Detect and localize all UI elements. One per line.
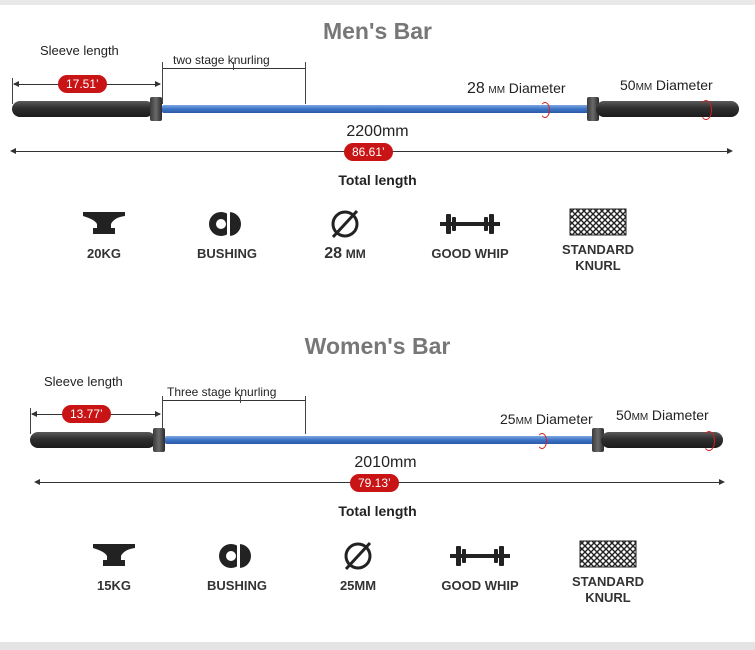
womens-sleeve-end-line xyxy=(162,396,163,434)
womens-feature-bushing-label: BUSHING xyxy=(207,578,267,593)
womens-knurling-tick-mid xyxy=(240,395,241,403)
womens-shaft-diameter-unit: MM xyxy=(515,416,533,427)
womens-shaft-diameter-ring-icon xyxy=(537,433,547,449)
womens-sleeve-length-badge: 13.77’ xyxy=(62,405,111,423)
womens-sleeve-arrow-right xyxy=(155,411,161,417)
mens-sleeve-diameter-unit: MM xyxy=(635,82,653,93)
mens-total-length-badge: 86.61’ xyxy=(344,143,393,161)
mens-shaft xyxy=(162,105,590,113)
womens-total-arrow-left xyxy=(34,479,40,485)
womens-left-sleeve xyxy=(30,432,156,448)
womens-feature-knurl: STANDARD KNURL xyxy=(562,540,654,606)
mens-feature-bushing-label: BUSHING xyxy=(197,246,257,261)
womens-total-arrow-right xyxy=(719,479,725,485)
womens-sleeve-length-label: Sleeve length xyxy=(44,374,123,389)
mens-bar-section: Men's Bar Sleeve length 17.51’ two stage… xyxy=(0,0,755,320)
anvil-icon xyxy=(83,212,125,234)
anvil-icon xyxy=(93,544,135,566)
womens-total-length-badge: 79.13’ xyxy=(350,474,399,492)
mens-shaft-diameter-text: Diameter xyxy=(508,80,566,96)
mens-feature-whip: GOOD WHIP xyxy=(420,208,520,262)
mens-feature-weight: 20KG xyxy=(64,208,144,262)
mens-feature-diameter: 28 MM xyxy=(305,208,385,262)
womens-total-length-label: Total length xyxy=(338,503,417,519)
womens-feature-whip: GOOD WHIP xyxy=(430,540,530,594)
mens-feature-knurl-label: STANDARD KNURL xyxy=(562,242,634,273)
womens-feature-weight-label: 15KG xyxy=(97,578,131,593)
womens-feature-weight: 15KG xyxy=(74,540,154,594)
womens-shaft-diameter-label: 25MM Diameter xyxy=(500,411,593,427)
mens-knurling-end-line xyxy=(305,62,306,104)
mens-sleeve-end-line xyxy=(162,62,163,104)
bushing-icon xyxy=(209,211,241,237)
mens-feature-whip-label: GOOD WHIP xyxy=(431,246,509,261)
mens-sleeve-arrow-left xyxy=(13,81,19,87)
mens-total-arrow-right xyxy=(727,148,733,154)
bottom-divider xyxy=(0,642,755,650)
womens-bar-section: Women's Bar Sleeve length 13.77’ Three s… xyxy=(0,0,755,605)
womens-sleeve-diameter-label: 50MM Diameter xyxy=(616,407,709,423)
womens-sleeve-diameter-ring-icon xyxy=(703,431,715,451)
womens-feature-diameter: 25MM xyxy=(318,540,398,594)
mens-feature-bushing: BUSHING xyxy=(182,208,272,262)
womens-feature-bushing: BUSHING xyxy=(192,540,282,594)
diameter-icon xyxy=(344,541,372,571)
womens-feature-whip-label: GOOD WHIP xyxy=(441,578,519,593)
mens-sleeve-arrow-right xyxy=(155,81,161,87)
top-divider xyxy=(0,0,755,5)
knurl-icon xyxy=(569,208,627,236)
mens-sleeve-length-label: Sleeve length xyxy=(40,43,119,58)
knurl-icon xyxy=(579,540,637,568)
mens-shaft-diameter-num: 28 xyxy=(467,80,485,97)
mens-feature-weight-label: 20KG xyxy=(87,246,121,261)
diameter-icon xyxy=(331,209,359,239)
mens-feature-diameter-unit: MM xyxy=(345,247,366,261)
womens-bar-title: Women's Bar xyxy=(304,333,451,359)
mens-left-sleeve xyxy=(12,101,154,117)
mens-sleeve-diameter-label: 50MM Diameter xyxy=(620,77,713,93)
mens-knurling-label: two stage knurling xyxy=(173,53,270,67)
womens-feature-diameter-label: 25MM xyxy=(339,578,377,593)
mens-sleeve-start-line xyxy=(12,78,13,104)
womens-knurling-dim-line xyxy=(163,400,306,401)
mens-feature-knurl: STANDARD KNURL xyxy=(552,208,644,274)
mens-feature-diameter-label: 28 MM xyxy=(305,246,385,262)
womens-shaft-diameter-text: Diameter xyxy=(535,411,593,427)
womens-sleeve-diameter-num: 50 xyxy=(616,407,632,423)
mens-knurling-dim-line xyxy=(163,68,306,69)
mens-sleeve-diameter-num: 50 xyxy=(620,77,636,93)
mens-sleeve-diameter-text: Diameter xyxy=(655,77,713,93)
mens-total-length-mm: 2200mm xyxy=(346,123,409,140)
mens-right-collar xyxy=(587,97,599,121)
mens-sleeve-diameter-ring-icon xyxy=(700,100,712,120)
mens-sleeve-length-badge: 17.51’ xyxy=(58,75,107,93)
mens-total-arrow-left xyxy=(10,148,16,154)
womens-shaft xyxy=(165,436,595,444)
mens-total-length-label: Total length xyxy=(338,172,417,188)
womens-sleeve-diameter-unit: MM xyxy=(631,412,649,423)
mens-shaft-diameter-unit: MM xyxy=(488,85,506,96)
barbell-icon xyxy=(440,214,500,234)
mens-shaft-diameter-ring-icon xyxy=(540,102,550,118)
barbell-icon xyxy=(450,546,510,566)
mens-shaft-diameter-label: 28 MM Diameter xyxy=(467,80,566,98)
womens-sleeve-arrow-left xyxy=(31,411,37,417)
mens-knurling-tick-mid xyxy=(233,62,234,70)
womens-sleeve-diameter-text: Diameter xyxy=(651,407,709,423)
womens-right-collar xyxy=(592,428,604,452)
mens-left-collar xyxy=(150,97,162,121)
womens-feature-knurl-label: STANDARD KNURL xyxy=(572,574,644,605)
mens-bar-title: Men's Bar xyxy=(322,18,432,44)
womens-left-collar xyxy=(153,428,165,452)
mens-feature-diameter-num: 28 xyxy=(324,245,343,262)
womens-shaft-diameter-num: 25 xyxy=(500,411,516,427)
womens-sleeve-start-line xyxy=(30,408,31,434)
womens-right-sleeve xyxy=(601,432,723,448)
womens-total-length-mm: 2010mm xyxy=(354,454,417,471)
womens-knurling-label: Three stage knurling xyxy=(167,385,277,399)
bushing-icon xyxy=(219,543,251,569)
womens-knurling-end-line xyxy=(305,396,306,434)
